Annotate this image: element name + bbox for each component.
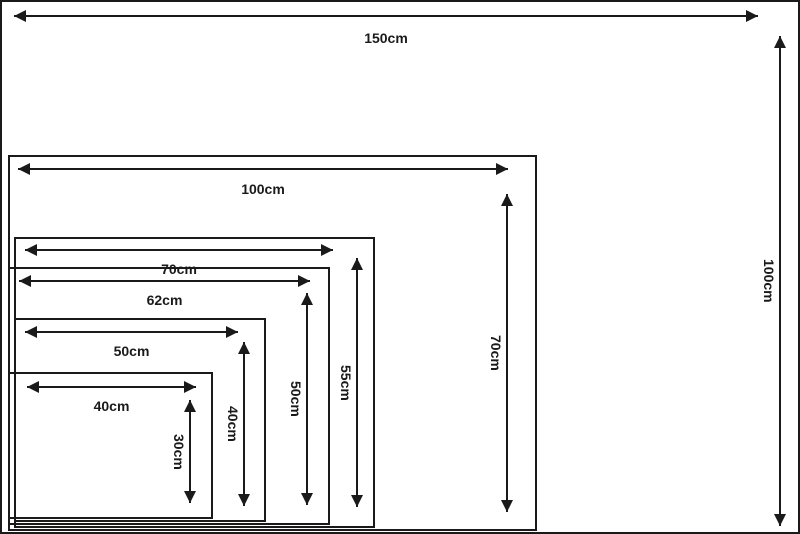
height-label-55: 55cm: [338, 364, 354, 401]
width-label-40: 40cm: [93, 398, 130, 414]
width-arrow-40: [27, 381, 196, 393]
height-label-50b: 50cm: [288, 381, 304, 417]
height-arrow-50b: [301, 293, 313, 505]
width-arrow-150: [14, 10, 758, 22]
width-arrow-70: [25, 244, 333, 256]
height-arrow-100: [774, 36, 786, 526]
height-label-40b: 40cm: [225, 406, 241, 442]
height-arrow-40b: [238, 342, 250, 506]
width-label-150: 150cm: [364, 30, 408, 46]
size-rect-40x30: [8, 372, 213, 519]
size-rect-50x40: [14, 318, 266, 522]
width-label-50: 50cm: [113, 343, 150, 359]
height-label-70: 70cm: [488, 335, 504, 371]
width-label-62: 62cm: [146, 292, 183, 308]
width-arrow-100: [18, 163, 508, 175]
height-label-100: 100cm: [761, 259, 777, 303]
height-arrow-70: [501, 194, 513, 512]
height-arrow-30: [184, 400, 196, 503]
width-label-100: 100cm: [241, 181, 285, 197]
width-arrow-50: [25, 326, 238, 338]
height-arrow-55: [351, 258, 363, 507]
width-label-70: 70cm: [161, 261, 197, 277]
width-arrow-62: [19, 275, 310, 287]
height-label-30: 30cm: [171, 433, 187, 470]
